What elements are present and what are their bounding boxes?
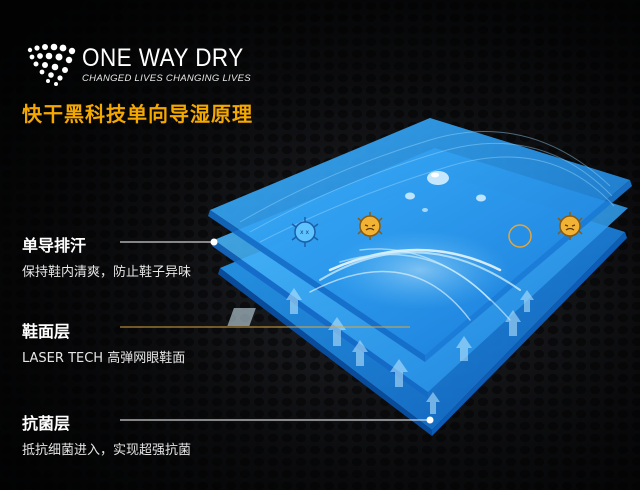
water-droplet-icon	[405, 171, 486, 212]
page-title: 快干黑科技单向导湿原理	[22, 102, 253, 126]
callout-desc-upper: LASER TECH 高弹网眼鞋面	[22, 351, 186, 366]
brand-logo-icon	[27, 43, 76, 86]
zoom-circle	[508, 224, 532, 248]
callout-desc-wicking: 保持鞋内清爽，防止鞋子异味	[22, 265, 192, 280]
callout-desc-antibacterial: 抵抗细菌进入，实现超强抗菌	[22, 443, 192, 458]
callout-title-wicking: 单导排汗	[22, 236, 87, 255]
bacteria-icon	[357, 212, 383, 240]
callout-title-antibacterial: 抗菌层	[22, 414, 71, 433]
bacteria-icon: x x	[291, 217, 319, 247]
brand-tagline: CHANGED LIVES CHANGING LIVES	[82, 73, 251, 84]
brand-name: ONE WAY DRY	[82, 44, 244, 72]
bacteria-icon	[557, 212, 583, 240]
svg-text:x x: x x	[300, 229, 309, 236]
callout-title-upper: 鞋面层	[22, 322, 71, 341]
callout-line-wicking	[120, 238, 218, 246]
callout-line-antibacterial	[120, 416, 434, 424]
